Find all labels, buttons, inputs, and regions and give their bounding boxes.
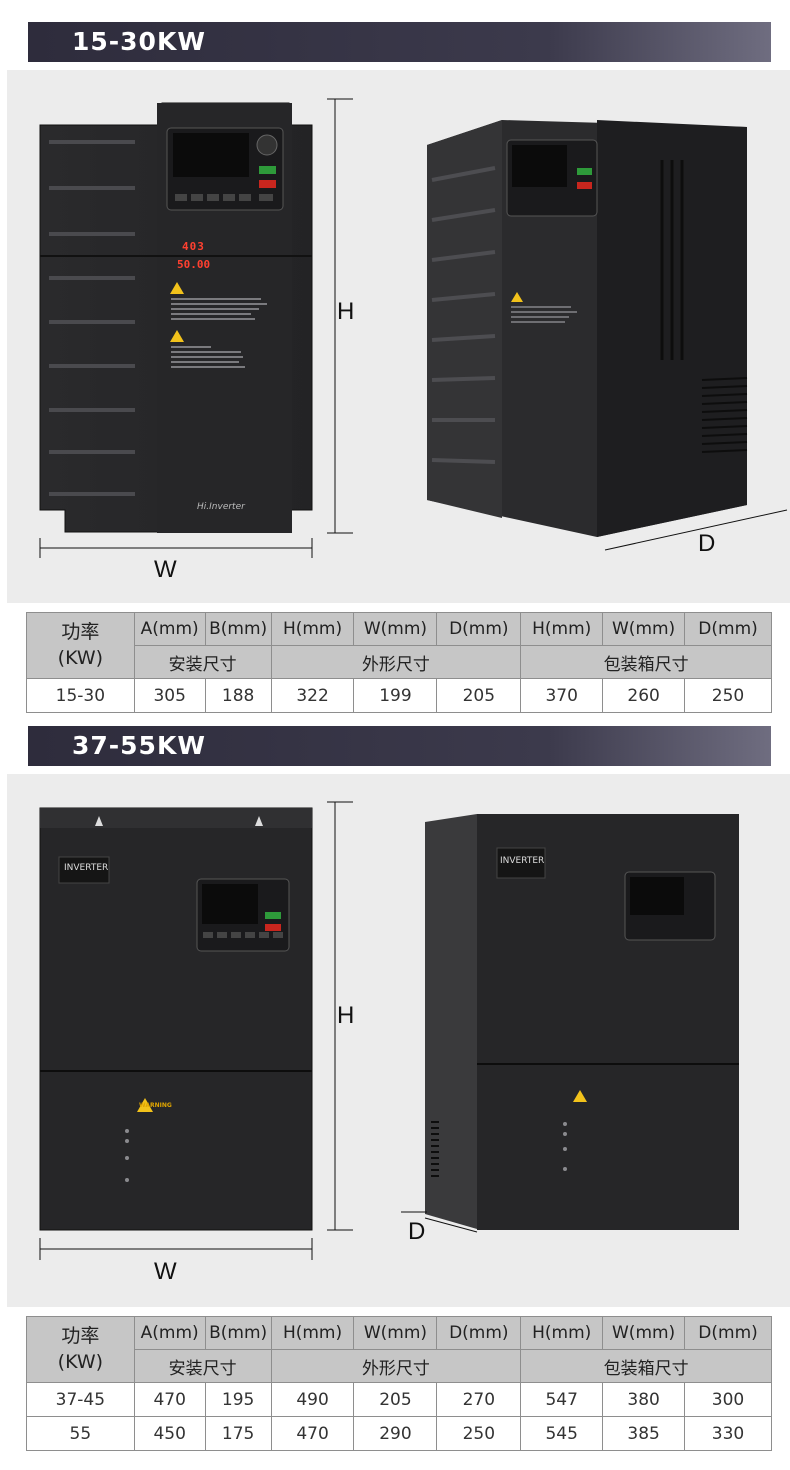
col-header-d: D(mm) xyxy=(436,612,522,646)
col-header-pkg-d: D(mm) xyxy=(684,1316,772,1350)
inverter-label-front: INVERTER xyxy=(64,863,109,873)
col-header-pkg-w: W(mm) xyxy=(602,1316,686,1350)
product-drawing-2 xyxy=(39,801,739,1260)
col-header-a: A(mm) xyxy=(133,612,206,646)
col-header-w: W(mm) xyxy=(353,1316,438,1350)
table-cell: 15-30 xyxy=(26,678,135,713)
power-header: 功率 (KW) xyxy=(26,1316,135,1383)
power-label-cn: 功率 xyxy=(61,1324,100,1347)
product-drawing-1 xyxy=(39,98,788,558)
col-header-h: H(mm) xyxy=(270,612,355,646)
brand-label: Hi.Inverter xyxy=(197,502,245,512)
col-header-a: A(mm) xyxy=(133,1316,206,1350)
dimension-w-label: W xyxy=(154,1258,177,1285)
table-cell: 322 xyxy=(270,678,355,713)
table-cell: 195 xyxy=(204,1382,272,1417)
inverter-label-side: INVERTER xyxy=(500,856,545,866)
group-package: 包装箱尺寸 xyxy=(520,645,772,679)
table-cell: 450 xyxy=(133,1416,206,1451)
group-outline: 外形尺寸 xyxy=(270,645,522,679)
col-header-b: B(mm) xyxy=(204,612,272,646)
spec-table-2: 功率 (KW) A(mm) B(mm) H(mm) W(mm) D(mm) H(… xyxy=(26,1316,772,1451)
dimension-d-label: D xyxy=(408,1218,426,1245)
front-view-device-1 xyxy=(39,102,313,533)
table-cell: 370 xyxy=(520,678,604,713)
front-view-device-2 xyxy=(39,807,313,1231)
display-top-value: 403 xyxy=(182,240,205,253)
group-install: 安装尺寸 xyxy=(133,1349,272,1383)
spec-table-1: 功率 (KW) A(mm) B(mm) H(mm) W(mm) D(mm) H(… xyxy=(26,612,772,713)
display-bottom-value: 50.00 xyxy=(177,258,211,271)
table-cell: 175 xyxy=(204,1416,272,1451)
table-cell: 37-45 xyxy=(26,1382,135,1417)
warning-title: WARNING xyxy=(139,1102,172,1109)
table-cell: 490 xyxy=(270,1382,355,1417)
table-cell: 55 xyxy=(26,1416,135,1451)
dimension-h-label: H xyxy=(337,1002,355,1029)
group-package: 包装箱尺寸 xyxy=(520,1349,772,1383)
dimension-d-label: D xyxy=(698,530,716,557)
col-header-pkg-d: D(mm) xyxy=(684,612,772,646)
table-cell: 470 xyxy=(133,1382,206,1417)
section-title: 15-30KW xyxy=(72,27,206,56)
product-photo-area-2: H W D INVERTER INVERTER WARNING xyxy=(7,774,790,1307)
col-header-w: W(mm) xyxy=(353,612,438,646)
table-cell: 470 xyxy=(270,1416,355,1451)
group-install: 安装尺寸 xyxy=(133,645,272,679)
table-row: 55 450 175 470 290 250 545 385 330 xyxy=(26,1416,772,1451)
power-header: 功率 (KW) xyxy=(26,612,135,679)
table-cell: 380 xyxy=(602,1382,686,1417)
col-header-pkg-w: W(mm) xyxy=(602,612,686,646)
table-cell: 250 xyxy=(436,1416,522,1451)
col-header-h: H(mm) xyxy=(270,1316,355,1350)
power-label-unit: (KW) xyxy=(57,1350,104,1373)
table-cell: 188 xyxy=(204,678,272,713)
table-cell: 545 xyxy=(520,1416,604,1451)
table-cell: 330 xyxy=(684,1416,772,1451)
table-cell: 305 xyxy=(133,678,206,713)
col-header-d: D(mm) xyxy=(436,1316,522,1350)
section-header-1: 15-30KW xyxy=(28,22,771,62)
table-cell: 300 xyxy=(684,1382,772,1417)
product-photo-area-1: H W D 403 50.00 Hi.Inverter xyxy=(7,70,790,603)
table-cell: 547 xyxy=(520,1382,604,1417)
dimension-h-label: H xyxy=(337,298,355,325)
table-row: 15-30 305 188 322 199 205 370 260 250 xyxy=(26,678,772,713)
table-cell: 290 xyxy=(353,1416,438,1451)
group-outline: 外形尺寸 xyxy=(270,1349,522,1383)
table-cell: 199 xyxy=(353,678,438,713)
power-label-unit: (KW) xyxy=(57,646,104,669)
table-cell: 385 xyxy=(602,1416,686,1451)
table-cell: 270 xyxy=(436,1382,522,1417)
col-header-pkg-h: H(mm) xyxy=(520,612,604,646)
dimension-w-label: W xyxy=(154,556,177,583)
section-header-2: 37-55KW xyxy=(28,726,771,766)
table-cell: 205 xyxy=(436,678,522,713)
perspective-view-device-1 xyxy=(427,120,748,537)
col-header-b: B(mm) xyxy=(204,1316,272,1350)
section-title: 37-55KW xyxy=(72,731,206,760)
power-label-cn: 功率 xyxy=(61,620,100,643)
display-readout-1: 403 xyxy=(182,240,205,253)
perspective-view-device-2 xyxy=(425,814,739,1230)
table-cell: 205 xyxy=(353,1382,438,1417)
col-header-pkg-h: H(mm) xyxy=(520,1316,604,1350)
table-row: 37-45 470 195 490 205 270 547 380 300 xyxy=(26,1382,772,1417)
table-cell: 260 xyxy=(602,678,686,713)
table-cell: 250 xyxy=(684,678,772,713)
